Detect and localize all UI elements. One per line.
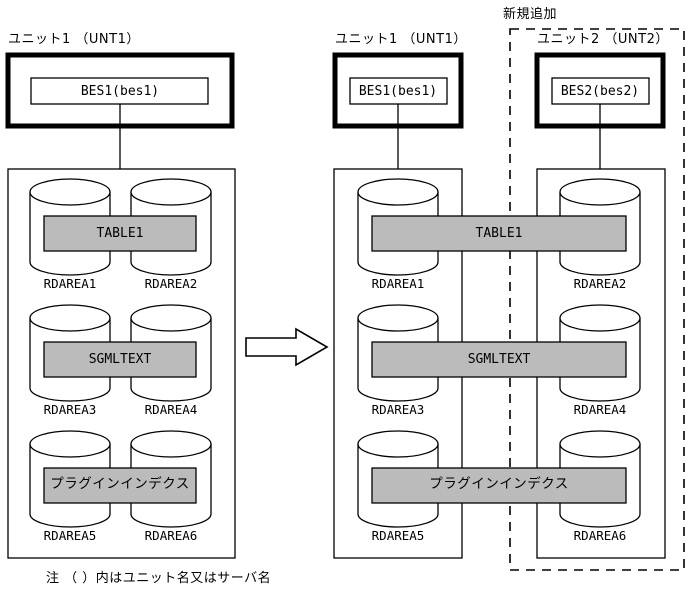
after-unit2-title: ユニット2 （UNT2） xyxy=(537,32,669,47)
before-rdarea3-label: RDAREA3 xyxy=(43,402,97,417)
before-rdarea5-label: RDAREA5 xyxy=(43,528,97,543)
after-bes2-label: BES2(bes2) xyxy=(560,84,640,99)
after-unit1-title: ユニット1 （UNT1） xyxy=(335,32,467,47)
new-addition-dashed-box xyxy=(509,28,685,571)
after-bes1-label: BES1(bes1) xyxy=(358,84,438,99)
after-bes2-box xyxy=(551,77,650,105)
before-bar-table1 xyxy=(43,215,197,252)
after-bar-sgmltext xyxy=(371,341,627,378)
before-bes1-box xyxy=(30,77,209,105)
right-arrow-icon xyxy=(245,327,329,367)
after-rdarea1-label: RDAREA1 xyxy=(371,276,425,291)
before-rdarea4-label: RDAREA4 xyxy=(144,402,198,417)
before-rdarea-container xyxy=(7,168,236,559)
before-bar-sgmltext xyxy=(43,341,197,378)
after-rdarea2-label: RDAREA2 xyxy=(573,276,627,291)
before-object-sgmltext-label: SGMLTEXT xyxy=(88,352,152,367)
before-unit1-title: ユニット1 （UNT1） xyxy=(8,32,140,47)
after-object-plugin-index-label: プラグインインデクス xyxy=(429,476,569,492)
after-object-table1-label: TABLE1 xyxy=(475,226,523,241)
after-rdarea4-label: RDAREA4 xyxy=(573,402,627,417)
before-bes1-label: BES1(bes1) xyxy=(80,84,160,99)
before-rdarea6-label: RDAREA6 xyxy=(144,528,198,543)
before-object-plugin-index-label: プラグインインデクス xyxy=(50,476,190,492)
after-cylinder-rdarea2 xyxy=(559,178,641,276)
before-rdarea1-label: RDAREA1 xyxy=(43,276,97,291)
before-object-table1-label: TABLE1 xyxy=(96,226,144,241)
after-rdarea6-label: RDAREA6 xyxy=(573,528,627,543)
after-rdarea5-label: RDAREA5 xyxy=(371,528,425,543)
after-object-sgmltext-label: SGMLTEXT xyxy=(467,352,531,367)
after-bar-table1 xyxy=(371,215,627,252)
before-bar-plugin-index xyxy=(43,467,197,504)
new-addition-label: 新規追加 xyxy=(503,7,558,22)
before-cylinder-rdarea5 xyxy=(29,430,111,528)
after-rdarea3-label: RDAREA3 xyxy=(371,402,425,417)
before-rdarea2-label: RDAREA2 xyxy=(144,276,198,291)
footnote-note: 注 （ ）内はユニット名又はサーバ名 xyxy=(46,571,272,586)
after-bar-plugin-index xyxy=(371,467,627,504)
